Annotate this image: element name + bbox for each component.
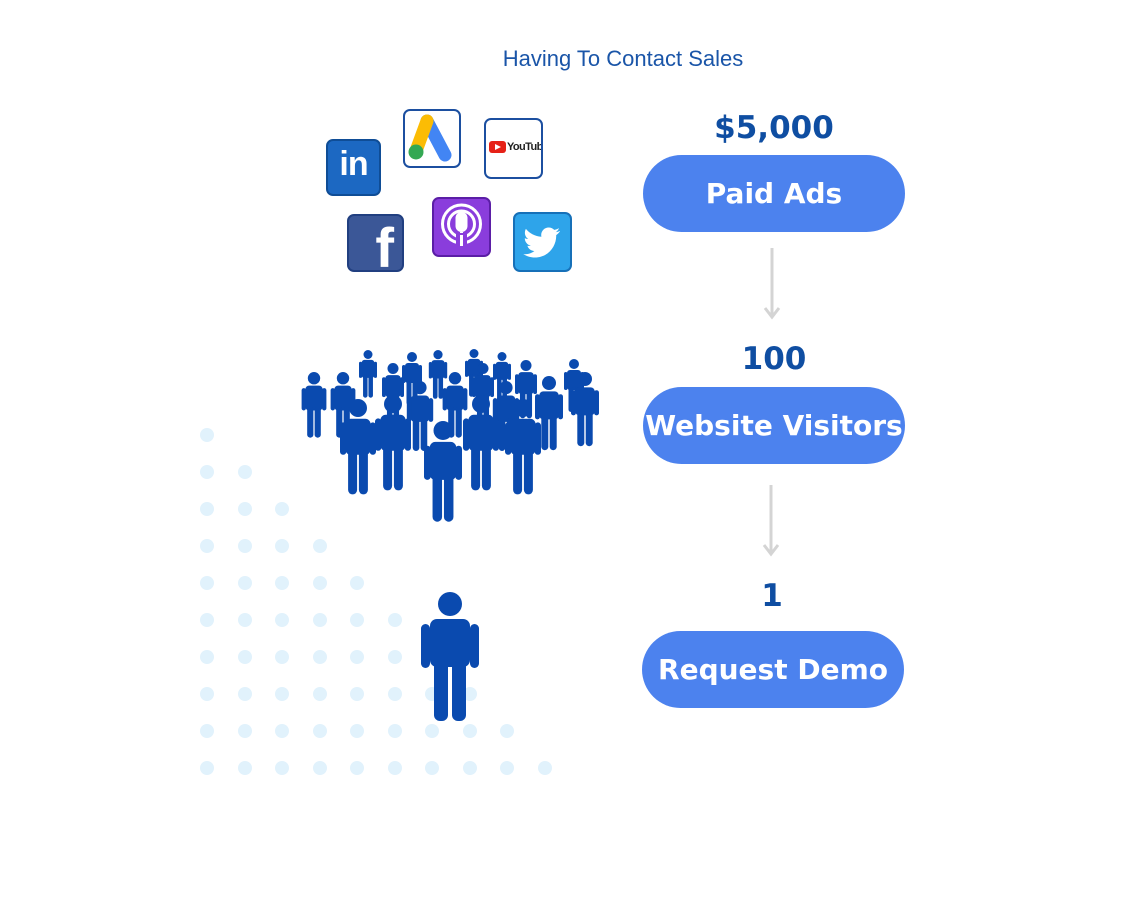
pattern-dot <box>200 502 214 516</box>
person-figure <box>428 350 448 399</box>
pattern-dot <box>387 724 402 738</box>
twitter-icon <box>513 212 572 272</box>
person-figure <box>340 399 376 495</box>
pattern-dot <box>275 761 289 775</box>
facebook-icon-label: f <box>375 216 394 272</box>
pattern-dot <box>275 576 289 590</box>
pattern-dot <box>237 576 252 590</box>
person-figure <box>382 363 404 422</box>
facebook-icon: f <box>347 214 404 272</box>
person-figure <box>330 372 356 438</box>
person-figure <box>442 372 468 438</box>
pattern-dot <box>312 724 327 738</box>
pattern-dot <box>350 576 364 590</box>
pattern-dot <box>275 650 289 664</box>
arrow-down-icon <box>763 248 781 320</box>
pattern-dot <box>237 465 252 479</box>
paid-ads-cost: $5,000 <box>714 110 834 146</box>
pattern-dot <box>200 650 214 664</box>
pattern-dot <box>200 724 214 738</box>
pattern-dot <box>350 761 364 775</box>
podcast-icon <box>432 197 491 257</box>
pattern-dot <box>387 613 402 627</box>
pattern-dot <box>462 761 477 775</box>
pattern-dot <box>312 539 327 553</box>
request-demo-step: Request Demo <box>642 631 904 708</box>
google-ads-icon <box>403 109 461 168</box>
pattern-dot <box>425 724 439 738</box>
request-demo-count: 1 <box>761 578 783 614</box>
single-person-illustration <box>421 592 479 721</box>
pattern-dot <box>387 687 402 701</box>
youtube-icon: YouTube <box>484 118 543 179</box>
pattern-dot <box>350 650 364 664</box>
pattern-dot <box>312 650 327 664</box>
pattern-dot <box>200 576 214 590</box>
pattern-dot <box>312 761 327 775</box>
pattern-dot <box>312 576 327 590</box>
pattern-dot <box>350 687 364 701</box>
person-figure <box>375 395 411 491</box>
website-visitors-step: Website Visitors <box>643 387 905 464</box>
pattern-dot <box>237 687 252 701</box>
person-figure <box>406 381 434 451</box>
pattern-dot <box>350 724 364 738</box>
pattern-dot <box>200 613 214 627</box>
pattern-dot <box>537 761 552 775</box>
person-figure <box>424 421 462 522</box>
arrow-down-icon <box>762 485 780 557</box>
linkedin-icon-label: in <box>339 145 368 183</box>
pattern-dot <box>200 465 214 479</box>
person-figure <box>359 350 377 398</box>
pattern-dot <box>462 724 477 738</box>
pattern-dot <box>350 613 364 627</box>
person-figure <box>535 376 563 451</box>
pattern-dot <box>237 539 252 553</box>
pattern-dot <box>500 761 514 775</box>
website-visitors-count: 100 <box>741 341 807 377</box>
pattern-dot <box>387 761 402 775</box>
pattern-dot <box>237 502 252 516</box>
paid-ads-step: Paid Ads <box>643 155 905 232</box>
pattern-dot <box>275 687 289 701</box>
pattern-dot <box>500 724 514 738</box>
pattern-dot <box>237 650 252 664</box>
pattern-dot <box>275 724 289 738</box>
pattern-dot <box>200 687 214 701</box>
youtube-icon-label: YouTube <box>507 141 543 153</box>
person-figure <box>301 372 327 438</box>
person-figure <box>571 372 599 447</box>
pattern-dot <box>312 687 327 701</box>
person-figure <box>505 399 541 495</box>
pattern-dot <box>200 428 214 442</box>
youtube-play-icon <box>489 141 506 153</box>
pattern-dot <box>425 761 439 775</box>
pattern-dot <box>200 539 214 553</box>
diagram-title: Having To Contact Sales <box>502 46 744 71</box>
pattern-dot <box>237 724 252 738</box>
pattern-dot <box>275 613 289 627</box>
pattern-dot <box>275 502 289 516</box>
pattern-dot <box>275 539 289 553</box>
pattern-dot <box>237 761 252 775</box>
pattern-dot <box>200 761 214 775</box>
person-figure <box>463 395 499 491</box>
pattern-dot <box>312 613 327 627</box>
linkedin-icon: in <box>326 139 381 196</box>
crowd-illustration <box>301 349 599 522</box>
pattern-dot <box>387 650 402 664</box>
pattern-dot <box>237 613 252 627</box>
